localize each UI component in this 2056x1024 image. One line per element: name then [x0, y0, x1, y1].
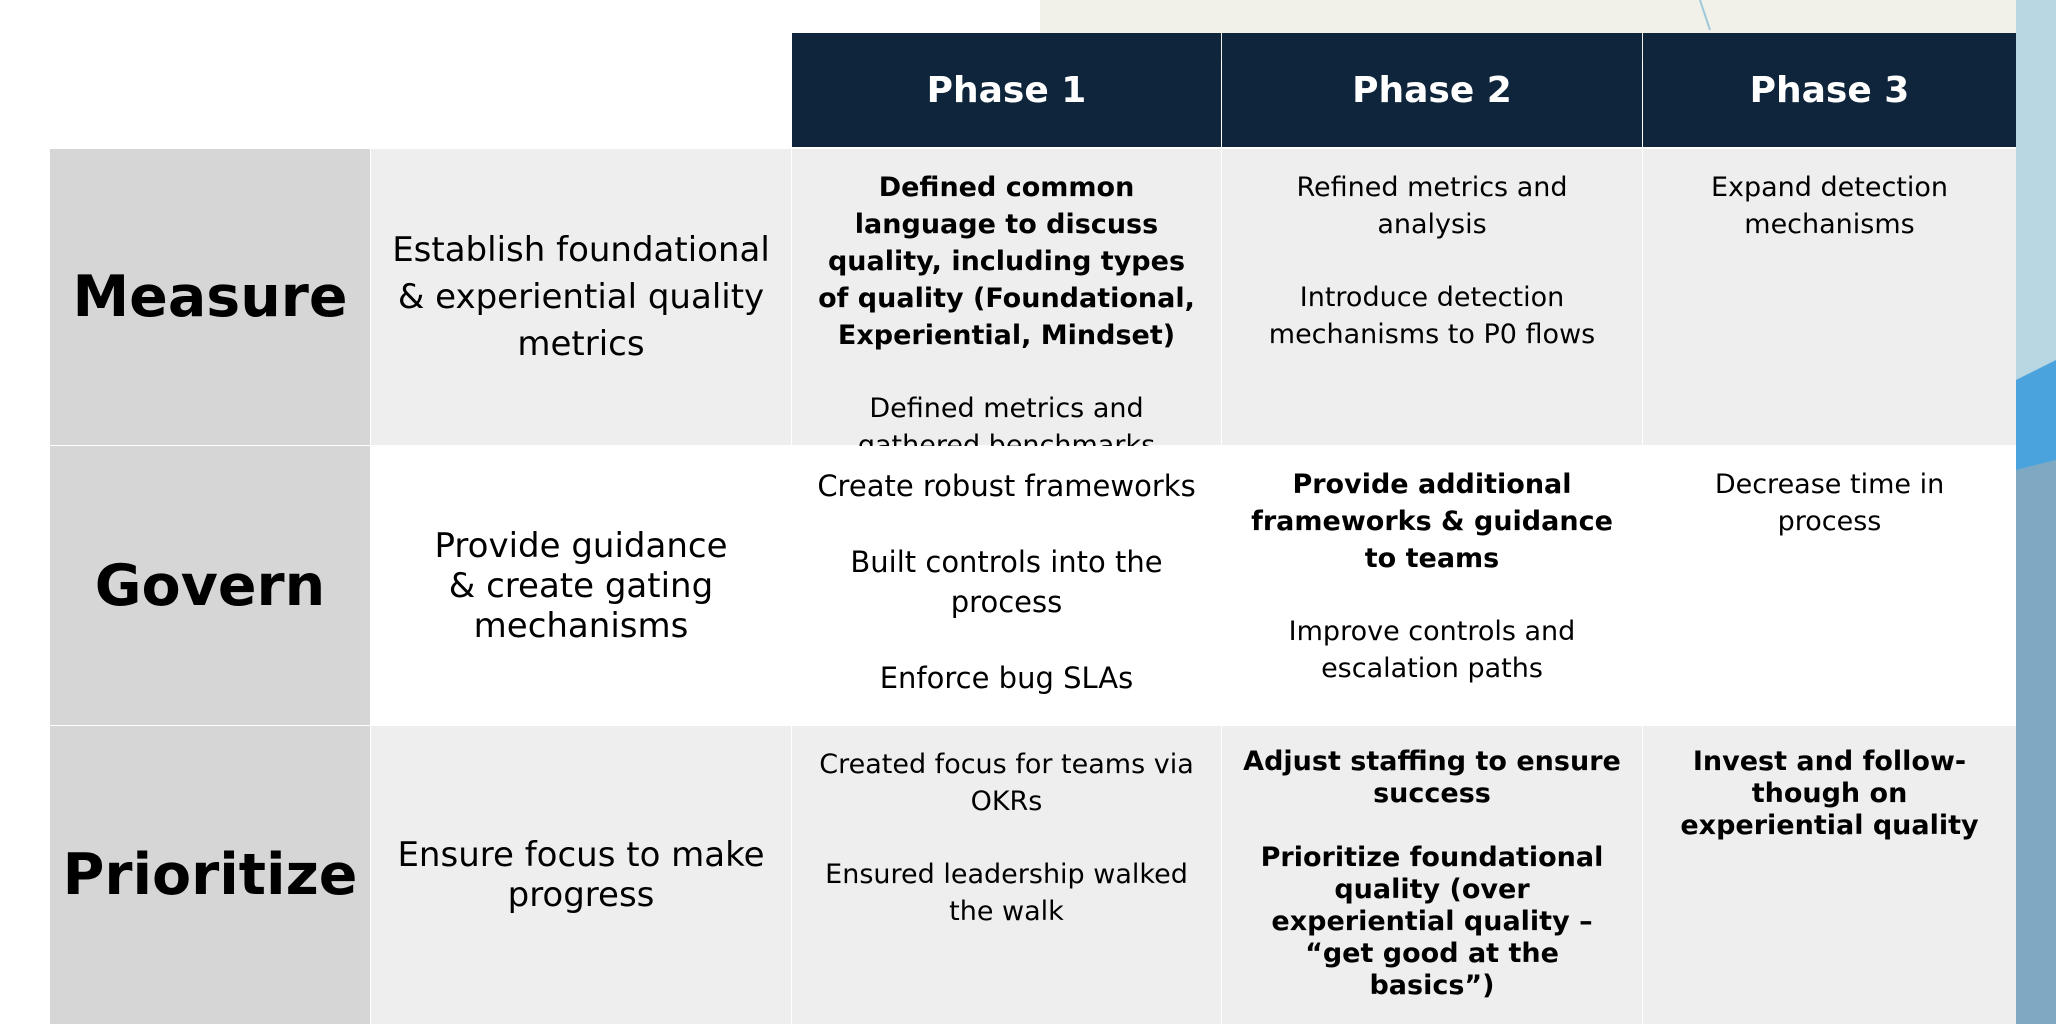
- measure-phase-2-item: Introduce detection mechanisms to P0 flo…: [1268, 282, 1596, 350]
- goal-text: Provide guidance & create gating mechani…: [434, 525, 728, 646]
- measure-phase-3: Expand detection mechanisms: [1643, 149, 2016, 445]
- phase-1-header: Phase 1: [792, 33, 1221, 147]
- measure-phase-2: Refined metrics and analysis Introduce d…: [1222, 149, 1642, 445]
- govern-phase-1-item: Create robust frameworks: [817, 469, 1196, 503]
- phase-2-header: Phase 2: [1222, 33, 1642, 147]
- goal-govern: Provide guidance & create gating mechani…: [371, 446, 791, 725]
- phase-3-header: Phase 3: [1643, 33, 2016, 147]
- govern-phase-1-item: Built controls into the process: [850, 545, 1163, 619]
- row-label-govern: Govern: [50, 446, 370, 725]
- govern-phase-1-item: Enforce bug SLAs: [879, 661, 1134, 695]
- govern-phase-3-item: Decrease time in process: [1714, 469, 1945, 537]
- row-label-prioritize: Prioritize: [50, 726, 370, 1024]
- measure-phase-1: Defined common language to discuss quali…: [792, 149, 1221, 461]
- prioritize-phase-2-item: Adjust staffing to ensure success: [1243, 746, 1621, 809]
- goal-text: Establish foundational & experiential qu…: [392, 229, 770, 364]
- govern-phase-1: Create robust frameworks Built controls …: [792, 446, 1221, 725]
- govern-phase-3: Decrease time in process: [1643, 446, 2016, 725]
- prioritize-phase-1-item: Ensured leadership walked the walk: [825, 859, 1188, 927]
- prioritize-phase-3-item: Invest and follow-though on experiential…: [1680, 746, 1979, 841]
- measure-phase-3-item: Expand detection mechanisms: [1710, 172, 1949, 240]
- govern-phase-2-item: Improve controls and escalation paths: [1288, 616, 1576, 684]
- govern-phase-2: Provide additional frameworks & guidance…: [1222, 446, 1642, 725]
- measure-phase-1-item: Defined common language to discuss quali…: [818, 172, 1195, 351]
- goal-prioritize: Ensure focus to make progress: [371, 726, 791, 1024]
- prioritize-phase-3: Invest and follow-though on experiential…: [1643, 726, 2016, 1024]
- prioritize-phase-2: Adjust staffing to ensure success Priori…: [1222, 726, 1642, 1024]
- prioritize-phase-1-item: Created focus for teams via OKRs: [819, 749, 1194, 817]
- measure-phase-2-item: Refined metrics and analysis: [1296, 172, 1568, 240]
- prioritize-phase-2-item: Prioritize foundational quality (over ex…: [1260, 842, 1604, 1001]
- goal-measure: Establish foundational & experiential qu…: [371, 149, 791, 445]
- row-label-measure: Measure: [50, 149, 370, 445]
- prioritize-phase-1: Created focus for teams via OKRs Ensured…: [792, 726, 1221, 1024]
- govern-phase-2-item: Provide additional frameworks & guidance…: [1251, 469, 1613, 574]
- goal-text: Ensure focus to make progress: [397, 835, 765, 915]
